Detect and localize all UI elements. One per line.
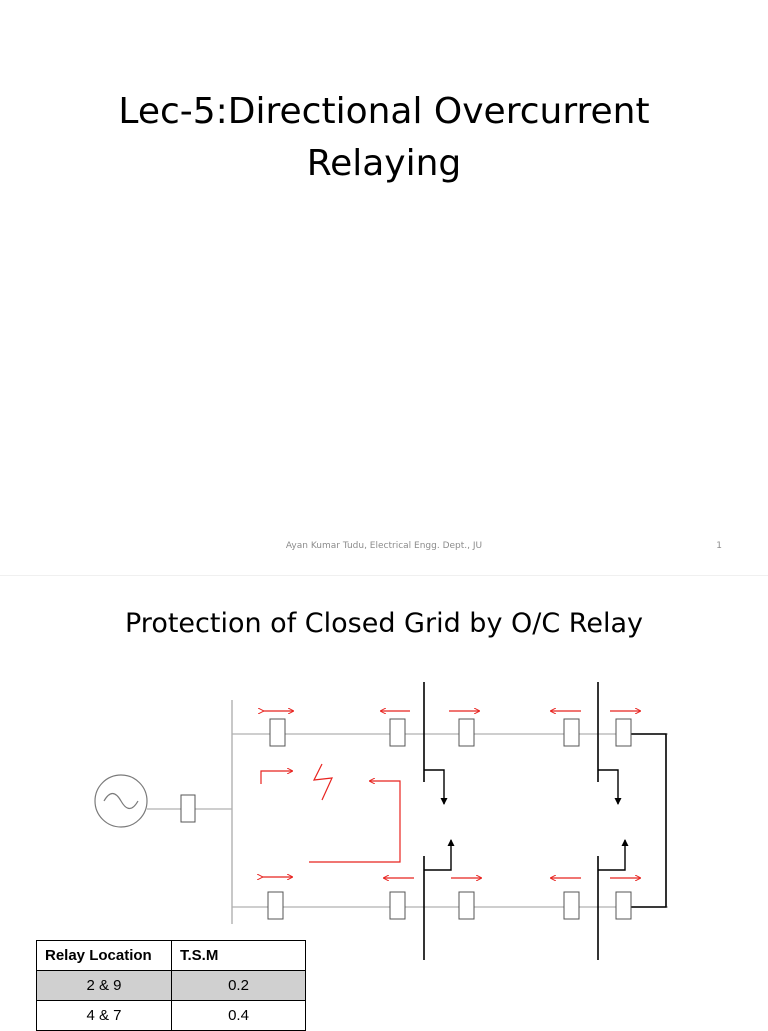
- fault-current-arrow: [260, 771, 292, 784]
- slide-1-title: Lec-5:Directional Overcurrent Relaying: [0, 86, 768, 190]
- load-arrow: [424, 769, 448, 805]
- slide-2-title: Protection of Closed Grid by O/C Relay: [125, 608, 643, 639]
- relay-breaker: [458, 891, 475, 920]
- relay-breaker: [615, 891, 632, 920]
- generator-source: [94, 774, 148, 828]
- col-header-relay-location: Relay Location: [36, 940, 172, 971]
- relay-breaker: [389, 718, 406, 747]
- fault-current-path: [309, 781, 401, 863]
- table-header-row: Relay Location T.S.M: [36, 940, 306, 971]
- closing-link: [630, 733, 667, 908]
- page-number: 1: [716, 541, 722, 551]
- load-arrow: [598, 769, 622, 805]
- load-arrow: [598, 839, 629, 871]
- fault-symbol-icon: [312, 763, 333, 801]
- tsm-cell: 0.4: [171, 1000, 306, 1031]
- title-line-1: Lec-5:Directional Overcurrent: [118, 91, 650, 132]
- table-row: 4 & 7 0.4: [36, 1000, 306, 1031]
- load-arrow: [424, 839, 455, 871]
- slide-1: Lec-5:Directional Overcurrent Relaying A…: [0, 86, 768, 551]
- relay-breaker: [458, 718, 475, 747]
- relay-breaker: [267, 891, 284, 920]
- relay-breaker: [563, 718, 580, 747]
- relay-location-cell: 2 & 9: [36, 970, 172, 1001]
- relay-tsm-table: Relay Location T.S.M 2 & 9 0.2 4 & 7 0.4: [36, 940, 306, 1031]
- tsm-cell: 0.2: [171, 970, 306, 1001]
- source-circuit-breaker: [180, 794, 196, 823]
- title-line-2: Relaying: [306, 143, 462, 184]
- slide-divider: [0, 575, 768, 576]
- relay-breaker: [269, 718, 286, 747]
- col-header-tsm: T.S.M: [171, 940, 306, 971]
- slide-2: Protection of Closed Grid by O/C Relay: [0, 576, 768, 1031]
- slide-footer: Ayan Kumar Tudu, Electrical Engg. Dept.,…: [285, 541, 483, 551]
- table-row: 2 & 9 0.2: [36, 970, 306, 1001]
- relay-breaker: [563, 891, 580, 920]
- relay-breaker: [389, 891, 406, 920]
- relay-location-cell: 4 & 7: [36, 1000, 172, 1031]
- relay-breaker: [615, 718, 632, 747]
- closed-grid-diagram: [94, 682, 668, 960]
